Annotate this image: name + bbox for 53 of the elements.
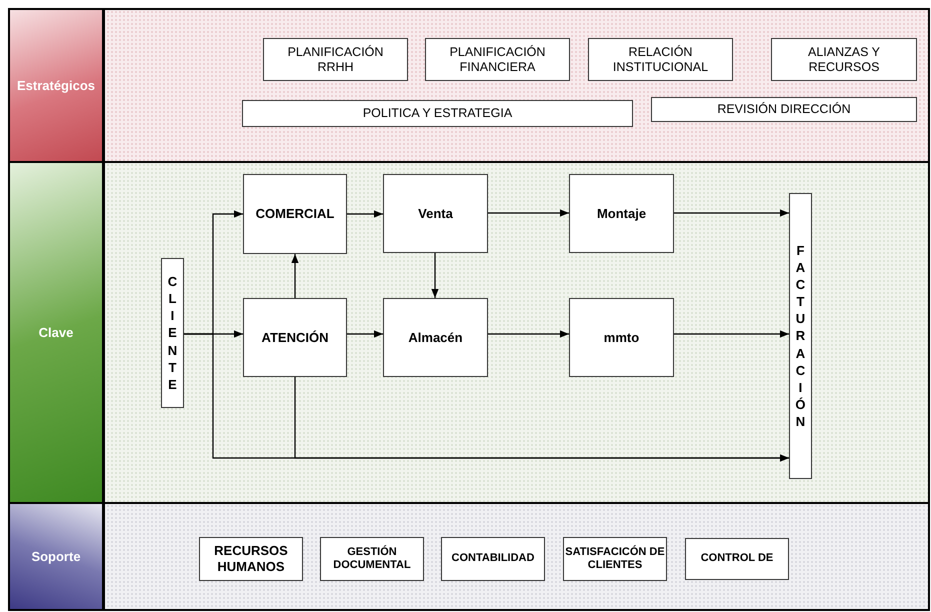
process-box xyxy=(651,97,917,122)
box-label: SATISFACICÓN DE CLIENTES xyxy=(564,546,666,572)
box-label: Almacén xyxy=(408,330,463,346)
box-label: Venta xyxy=(418,206,453,222)
box-label: mmto xyxy=(604,330,640,346)
process-box xyxy=(789,193,812,479)
process-box xyxy=(263,38,408,81)
swimlane-band xyxy=(8,161,930,504)
swimlane-band xyxy=(8,502,930,611)
process-box xyxy=(425,38,570,81)
box-label: POLITICA Y ESTRATEGIA xyxy=(362,106,512,121)
box-label: RELACIÓN INSTITUCIONAL xyxy=(612,44,710,74)
arrow xyxy=(347,210,383,218)
process-box xyxy=(569,298,674,377)
arrow xyxy=(488,330,569,338)
box-label: CLIENTE xyxy=(167,272,178,394)
box-label: Montaje xyxy=(596,206,646,222)
box-label: REVISIÓN DIRECCIÓN xyxy=(717,102,851,117)
arrow xyxy=(347,330,383,338)
process-box xyxy=(685,538,789,580)
process-box xyxy=(320,537,424,581)
box-label: CONTABILIDAD xyxy=(452,552,534,566)
process-box xyxy=(243,298,347,377)
box-label: GESTIÓN DOCUMENTAL xyxy=(332,546,412,572)
lane-title: Estratégicos xyxy=(16,78,96,93)
arrow xyxy=(431,253,439,298)
box-label: CONTROL DE xyxy=(700,552,774,566)
lane-title: Soporte xyxy=(31,549,81,564)
process-box xyxy=(161,258,184,408)
process-box xyxy=(383,174,488,253)
process-box xyxy=(771,38,917,81)
box-label: ATENCIÓN xyxy=(262,330,328,346)
box-label: RECURSOS HUMANOS xyxy=(213,543,289,575)
process-box xyxy=(199,537,303,581)
process-box xyxy=(242,100,633,127)
arrow xyxy=(294,377,789,462)
process-box xyxy=(383,298,488,377)
arrow xyxy=(291,254,299,298)
box-label: COMERCIAL xyxy=(256,206,334,222)
box-label: FACTURACIÓN xyxy=(795,242,806,430)
process-box xyxy=(243,174,347,254)
process-box xyxy=(563,537,667,581)
swimlane-band xyxy=(8,8,930,163)
process-box xyxy=(588,38,733,81)
box-label: PLANIFICACIÓN RRHH xyxy=(286,44,384,74)
process-box xyxy=(441,537,545,581)
arrow xyxy=(674,330,789,338)
box-label: PLANIFICACIÓN FINANCIERA xyxy=(448,44,546,74)
process-box xyxy=(569,174,674,253)
arrow xyxy=(488,209,569,217)
arrow xyxy=(674,209,789,217)
lane-title: Clave xyxy=(38,325,74,340)
box-label: ALIANZAS Y RECURSOS xyxy=(806,44,882,74)
